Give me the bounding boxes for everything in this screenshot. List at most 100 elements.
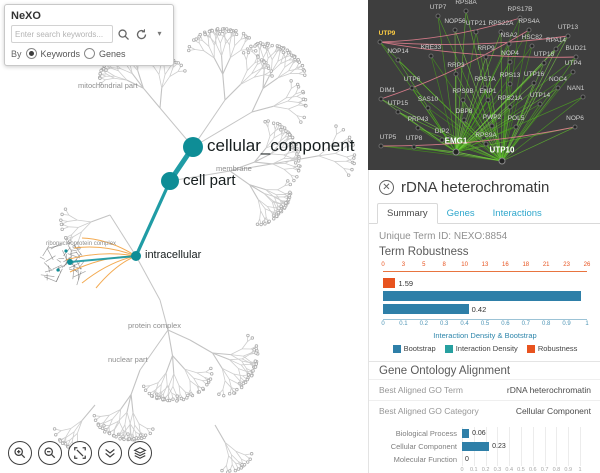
close-icon[interactable]: ✕ <box>379 180 394 195</box>
gene-dot <box>415 125 421 131</box>
gene-dot <box>529 43 535 49</box>
ontology-term-label[interactable]: mitochondrial part <box>78 81 138 90</box>
gene-dot <box>460 97 466 103</box>
radio-keywords-label: Keywords <box>40 48 81 59</box>
gene-dot <box>395 109 401 115</box>
gene-dot <box>553 46 559 52</box>
radio-genes-label: Genes <box>99 48 126 59</box>
axis-tick: 0.4 <box>460 321 469 327</box>
legend-item: Interaction Density <box>444 344 518 353</box>
axis-tick: 0 <box>381 321 385 327</box>
gene-dot <box>541 60 547 66</box>
gene-label: UTP4 <box>564 60 582 68</box>
gene-dot <box>537 101 543 107</box>
gene-label: RPS21A <box>497 95 523 103</box>
gene-label: EMG1 <box>444 136 468 146</box>
gene-dot <box>506 41 512 47</box>
tree-canvas <box>39 27 357 473</box>
gene-dot <box>378 96 384 102</box>
axis-tick: 1 <box>578 467 582 473</box>
zoom-out-button[interactable] <box>38 441 62 465</box>
gene-dot <box>409 85 415 91</box>
legend-item: Robustness <box>526 344 577 353</box>
tab-genes[interactable]: Genes <box>446 208 475 219</box>
gene-label: UTP9 <box>378 30 396 38</box>
gene-label: POL5 <box>507 115 525 123</box>
axis-tick: 13 <box>481 262 489 268</box>
radio-keywords[interactable] <box>25 48 37 59</box>
go-category-label: Best Aligned GO Category <box>379 406 479 416</box>
zoom-in-button[interactable] <box>8 441 32 465</box>
gene-label: NOC4 <box>548 76 568 84</box>
app-title: NeXO <box>11 10 41 22</box>
go-category-row: Best Aligned GO Category Cellular Compon… <box>369 400 600 421</box>
axis-tick: 0 <box>381 262 385 268</box>
gene-label: NOP4 <box>501 50 519 58</box>
gene-dot <box>473 29 479 35</box>
ontology-term-label[interactable]: ribonucleoprotein complex <box>46 241 117 247</box>
axis-tick: 0.5 <box>480 321 490 327</box>
bar-value-label: 1.59 <box>398 278 414 288</box>
axis-tick: 8 <box>442 262 446 268</box>
ontology-node-label[interactable]: cellular_component <box>207 136 355 156</box>
caret-down-icon[interactable]: ▾ <box>157 29 162 38</box>
term-title: rDNA heterochromatin <box>401 179 550 196</box>
gene-dot <box>452 27 458 33</box>
axis-tick: 0.7 <box>521 321 530 327</box>
gene-label: RRP9 <box>477 45 495 53</box>
fit-button[interactable] <box>68 441 92 465</box>
gene-label: RPS13 <box>499 72 521 80</box>
axis-tick: 0.1 <box>399 321 408 327</box>
ontology-term-label[interactable]: membrane <box>216 164 252 173</box>
go-category-value: Cellular Component <box>515 406 591 416</box>
gene-label: UTP7 <box>429 4 447 12</box>
gene-dot <box>498 157 506 165</box>
gene-label: RPS17B <box>507 6 533 14</box>
radio-genes[interactable] <box>84 48 96 59</box>
gene-label: NOP56 <box>444 18 466 26</box>
ontology-term-label[interactable]: nuclear part <box>108 355 148 364</box>
axis-tick: 23 <box>563 262 570 268</box>
ontology-term-label[interactable]: protein complex <box>128 321 181 330</box>
category-label: Molecular Function <box>393 455 457 464</box>
gene-dot <box>482 85 488 91</box>
gene-label: BUD21 <box>565 45 587 53</box>
gene-dot <box>483 141 489 147</box>
gene-dot <box>565 33 571 39</box>
axis-tick: 10 <box>461 262 468 268</box>
search-input[interactable] <box>11 25 113 43</box>
gene-dot <box>507 104 513 110</box>
layers-button[interactable] <box>128 441 152 465</box>
refresh-icon[interactable] <box>134 27 149 42</box>
tab-summary[interactable]: Summary <box>377 203 438 224</box>
gene-dot <box>498 29 504 35</box>
gene-label: NOP14 <box>387 48 409 56</box>
gene-dot <box>435 13 441 19</box>
gene-dot <box>507 59 513 65</box>
robustness-bar <box>383 278 396 288</box>
tab-interactions[interactable]: Interactions <box>492 208 542 219</box>
gene-label: RPS8A <box>455 0 477 7</box>
ontology-node-label[interactable]: intracellular <box>145 249 202 262</box>
collapse-button[interactable] <box>98 441 122 465</box>
gene-label: UTP18 <box>533 51 555 59</box>
search-icon[interactable] <box>116 27 131 42</box>
axis-tick: 18 <box>522 262 530 268</box>
axis-tick: 3 <box>401 262 406 268</box>
legend-swatch <box>392 344 401 353</box>
gene-dot <box>555 85 561 91</box>
chart-bar-row <box>383 291 587 301</box>
ontology-node-label[interactable]: cell part <box>183 171 236 189</box>
bar-value-label: 0.23 <box>492 443 506 450</box>
axis-tick: 5 <box>422 262 426 268</box>
axis-tick: 0.1 <box>469 467 478 473</box>
gene-dot <box>425 105 431 111</box>
